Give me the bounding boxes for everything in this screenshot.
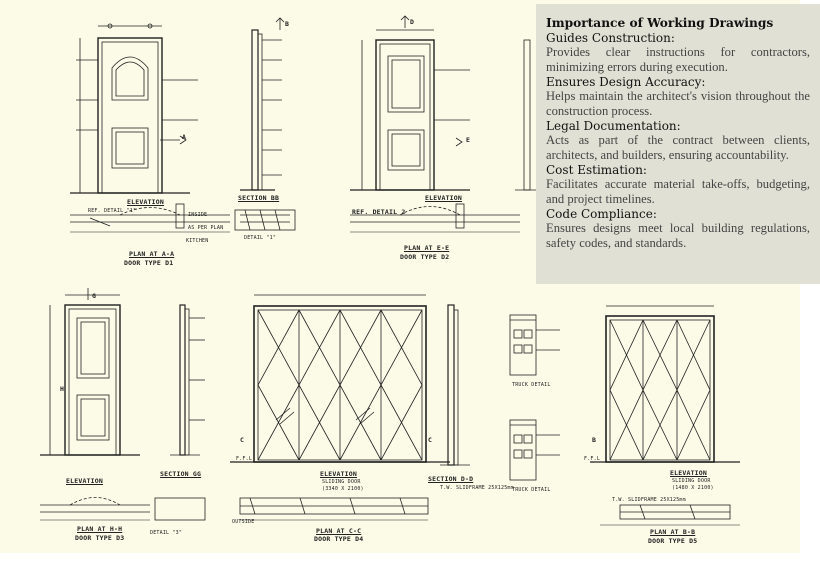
label-size-2: (1480 X 2100): [672, 485, 714, 491]
label-sliding-door-1: SLIDING DOOR: [322, 479, 361, 485]
label-elevation-4: ELEVATION: [320, 470, 358, 478]
item-body-legal: Acts as part of the contract between cli…: [546, 133, 810, 162]
item-heading-guides: Guides Construction:: [546, 31, 675, 45]
label-section-dd: SECTION D-D: [428, 475, 474, 483]
info-panel: Importance of Working Drawings Guides Co…: [536, 4, 820, 284]
label-letter-e: E: [466, 136, 471, 144]
label-inside-1: INSIDE: [188, 212, 208, 218]
label-elevation-3: ELEVATION: [66, 477, 104, 485]
label-letter-g: G: [92, 292, 97, 300]
label-door-d3: DOOR TYPE D3: [75, 534, 125, 542]
label-detail-1: DETAIL "1": [244, 235, 277, 241]
label-plan-ee: PLAN AT E-E: [404, 244, 450, 252]
label-elevation-2: ELEVATION: [425, 194, 463, 202]
label-ffl-1: F.F.L: [236, 456, 253, 462]
label-door-d1: DOOR TYPE D1: [124, 259, 174, 267]
section-gg-drawing: [170, 304, 205, 456]
label-plan-cc: PLAN AT C-C: [316, 527, 362, 535]
item-heading-code: Code Compliance:: [546, 207, 657, 221]
plan-bb-drawing: [619, 504, 731, 520]
label-plan-hh: PLAN AT H-H: [77, 525, 123, 533]
door-d5-elevation: [590, 305, 740, 463]
cad-linework: [40, 15, 740, 526]
section-bb-drawing: [240, 17, 285, 191]
label-sliding-door-2: SLIDING DOOR: [672, 478, 711, 484]
plan-ee-drawing: [350, 203, 520, 229]
label-door-d4: DOOR TYPE D4: [314, 535, 364, 543]
door-d1-elevation: [70, 23, 198, 194]
plan-cc-drawing: [239, 497, 429, 515]
label-detail-3: DETAIL "3": [150, 530, 183, 536]
plan-hh-drawing: [40, 497, 206, 521]
label-outside-1: OUTSIDE: [232, 519, 255, 525]
label-as-per-plan: AS PER PLAN: [188, 225, 224, 231]
label-kitchen-1: KITCHEN: [186, 238, 209, 244]
label-elevation-1: ELEVATION: [127, 198, 165, 206]
section-right-partial: [515, 39, 536, 191]
item-heading-cost: Cost Estimation:: [546, 163, 647, 177]
label-ts-frame-1: T.W. SLIDFRAME 25X125mm: [440, 485, 514, 491]
label-letter-c2: C: [428, 436, 433, 444]
section-dd-drawing: [440, 304, 470, 466]
label-truck-detail-1: TRUCK DETAIL: [512, 382, 551, 388]
truck-details: [509, 314, 560, 481]
item-heading-legal: Legal Documentation:: [546, 119, 681, 133]
item-body-code: Ensures designs meet local building regu…: [546, 221, 810, 250]
label-elevation-5: ELEVATION: [670, 469, 708, 477]
label-section-gg: SECTION GG: [160, 470, 202, 478]
label-ref-detail-2: REF. DETAIL 2: [352, 208, 406, 216]
door-d4-elevation: [230, 294, 450, 463]
label-section-bb: SECTION BB: [238, 194, 280, 202]
item-body-guides: Provides clear instructions for contract…: [546, 45, 810, 74]
label-door-d5: DOOR TYPE D5: [648, 537, 698, 545]
label-truck-detail-2: TRUCK DETAIL: [512, 487, 551, 493]
label-letter-a: A: [182, 133, 187, 141]
dimension-marks: [40, 231, 740, 526]
label-ts-frame-2: T.W. SLIDFRAME 25X125mm: [612, 497, 686, 503]
item-body-cost: Facilitates accurate material take-offs,…: [546, 177, 810, 206]
label-letter-b: B: [285, 20, 290, 28]
label-ref-detail-1: REF. DETAIL "1": [88, 208, 137, 214]
door-d3-elevation: [40, 288, 140, 456]
plan-aa-drawing: [70, 203, 296, 231]
label-letter-c: C: [240, 436, 245, 444]
label-ffl-2: F.F.L: [584, 456, 601, 462]
label-letter-b2: B: [592, 436, 597, 444]
label-plan-aa: PLAN AT A-A: [129, 250, 175, 258]
label-door-d2: DOOR TYPE D2: [400, 253, 450, 261]
item-body-accuracy: Helps maintain the architect's vision th…: [546, 89, 810, 118]
panel-title: Importance of Working Drawings: [546, 16, 774, 30]
label-plan-bb: PLAN AT B-B: [650, 528, 696, 536]
door-d2-elevation: [350, 15, 470, 191]
item-heading-accuracy: Ensures Design Accuracy:: [546, 75, 706, 89]
label-size-1: (3340 X 2100): [322, 486, 364, 492]
label-letter-d: D: [410, 18, 415, 26]
label-letter-h: H: [60, 385, 65, 393]
